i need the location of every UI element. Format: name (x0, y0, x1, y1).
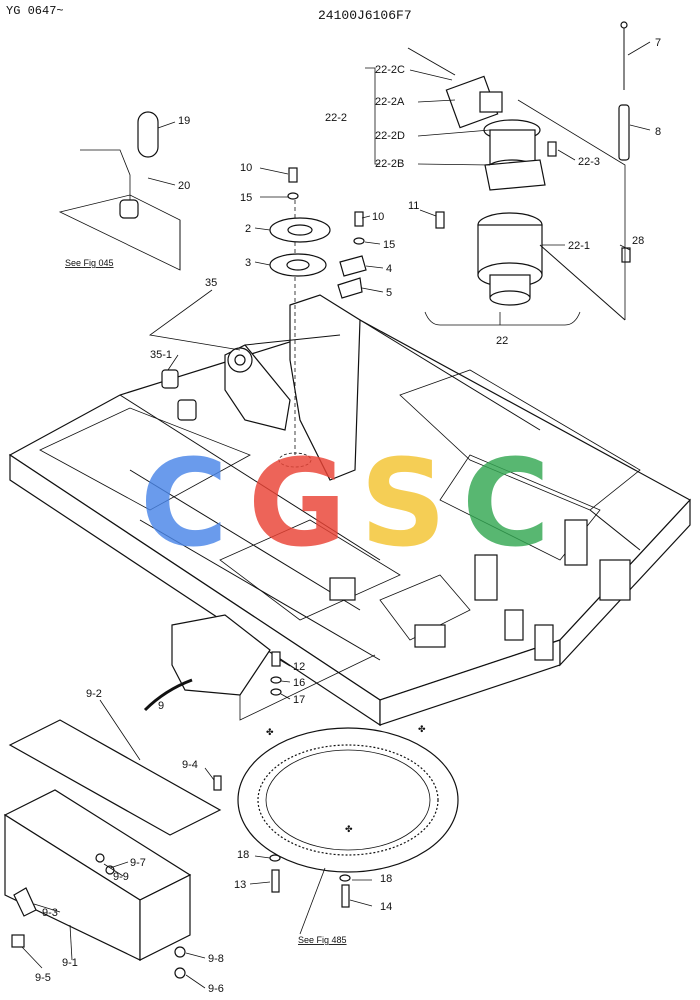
callout-labels: 7 8 22-2C 22-2A 22-2 22-2D 22-2B 22-3 22… (35, 37, 661, 995)
callout-3: 3 (245, 257, 251, 269)
callout-18-a: 18 (237, 849, 249, 861)
callout-22-2c: 22-2C (375, 64, 405, 76)
watermark-letter-3: S (360, 435, 446, 574)
callout-28: 28 (632, 235, 644, 247)
callout-9-5: 9-5 (35, 972, 51, 984)
callout-9-6: 9-6 (208, 983, 224, 995)
callout-14: 14 (380, 901, 392, 913)
swing-reducer (435, 211, 631, 321)
bearing-hole-mark-1: ✤ (266, 727, 274, 737)
callout-22-1: 22-1 (568, 240, 590, 252)
callout-2: 2 (245, 223, 251, 235)
callout-15-a: 15 (240, 192, 252, 204)
callout-16: 16 (293, 677, 305, 689)
callout-8: 8 (655, 126, 661, 138)
callout-10-b: 10 (372, 211, 384, 223)
swing-motor-valve-assembly (407, 47, 557, 191)
callout-13: 13 (234, 879, 246, 891)
reference-fig-485: See Fig 485 (298, 935, 347, 945)
callout-22: 22 (496, 335, 508, 347)
callout-17: 17 (293, 694, 305, 706)
watermark-letter-1: C (140, 435, 228, 574)
rod-and-pipe (618, 21, 630, 161)
callout-9-9: 9-9 (113, 871, 129, 883)
callout-22-2b: 22-2B (375, 158, 404, 170)
watermark: C G S C (140, 435, 550, 574)
callout-10-a: 10 (240, 162, 252, 174)
drawing-number: 24100J6106F7 (318, 8, 412, 23)
callout-35-1: 35-1 (150, 349, 172, 361)
watermark-letter-4: C (462, 435, 550, 574)
callout-9-2: 9-2 (86, 688, 102, 700)
callout-4: 4 (386, 263, 392, 275)
leader-lines (21, 41, 651, 989)
callout-22-3: 22-3 (578, 156, 600, 168)
callout-19: 19 (178, 115, 190, 127)
callout-22-2d: 22-2D (375, 130, 405, 142)
callout-9-3: 9-3 (42, 907, 58, 919)
callout-9-1: 9-1 (62, 957, 78, 969)
callout-22-2a: 22-2A (375, 96, 405, 108)
reference-fig-045: See Fig 045 (65, 258, 114, 268)
callout-7: 7 (655, 37, 661, 49)
bearing-hole-mark-3: ✤ (345, 824, 353, 834)
bearing-hole-mark-2: ✤ (418, 724, 426, 734)
watermark-letter-2: G (248, 435, 347, 574)
tool-box-assembly (3, 614, 282, 979)
tank-bracket (58, 111, 181, 271)
callout-18-b: 18 (380, 873, 392, 885)
upper-frame (8, 200, 691, 727)
callout-9-4: 9-4 (182, 759, 198, 771)
model-code: YG 0647~ (6, 4, 64, 18)
callout-35: 35 (205, 277, 217, 289)
callout-5: 5 (386, 287, 392, 299)
callout-22-2: 22-2 (325, 112, 347, 124)
reference-notes: See Fig 045 See Fig 485 (65, 258, 347, 945)
callout-20: 20 (178, 180, 190, 192)
callout-9-8: 9-8 (208, 953, 224, 965)
swing-bearing-ring: ✤ ✤ ✤ (237, 724, 459, 908)
callout-9: 9 (158, 700, 164, 712)
callout-11: 11 (408, 200, 419, 212)
callout-12: 12 (293, 661, 305, 673)
callout-9-7: 9-7 (130, 857, 146, 869)
shim-plates (269, 167, 367, 299)
callout-15-b: 15 (383, 239, 395, 251)
